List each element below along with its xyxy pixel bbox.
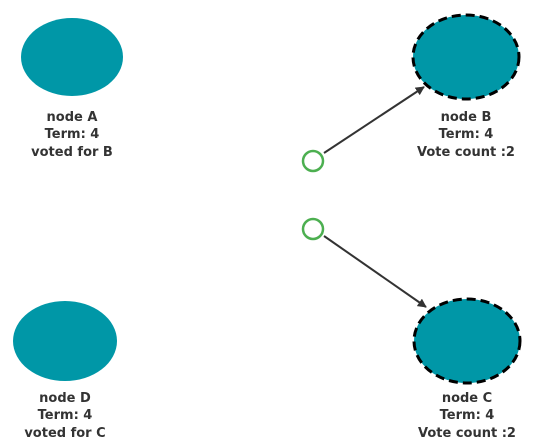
vote-message-to-c [301, 217, 427, 308]
message-circle-icon [301, 217, 325, 241]
vote-message-to-b [301, 86, 425, 173]
node-b-term: Term: 4 [439, 127, 494, 142]
node-a-status: voted for B [31, 145, 113, 160]
node-d-status: voted for C [24, 426, 105, 441]
node-a-term: Term: 4 [45, 127, 100, 142]
node-d-shape [13, 301, 117, 381]
node-c-status: Vote count :2 [418, 426, 516, 441]
node-b-status: Vote count :2 [417, 145, 515, 160]
node-a-name: node A [47, 110, 98, 125]
node-d-name: node D [39, 391, 91, 406]
node-b-shape [411, 13, 521, 101]
node-d-term: Term: 4 [38, 408, 93, 423]
node-b[interactable]: node B Term: 4 Vote count :2 [411, 13, 521, 160]
node-c-shape [412, 297, 522, 385]
node-c-name: node C [442, 391, 492, 406]
node-a[interactable]: node A Term: 4 voted for B [21, 18, 123, 160]
node-c-term: Term: 4 [440, 408, 495, 423]
vote-arrow-to-c [323, 235, 427, 308]
vote-arrow-to-b [323, 86, 425, 154]
node-c[interactable]: node C Term: 4 Vote count :2 [412, 297, 522, 441]
node-b-name: node B [441, 110, 492, 125]
node-a-shape [21, 18, 123, 96]
message-circle-icon [301, 149, 325, 173]
node-d[interactable]: node D Term: 4 voted for C [13, 301, 117, 441]
